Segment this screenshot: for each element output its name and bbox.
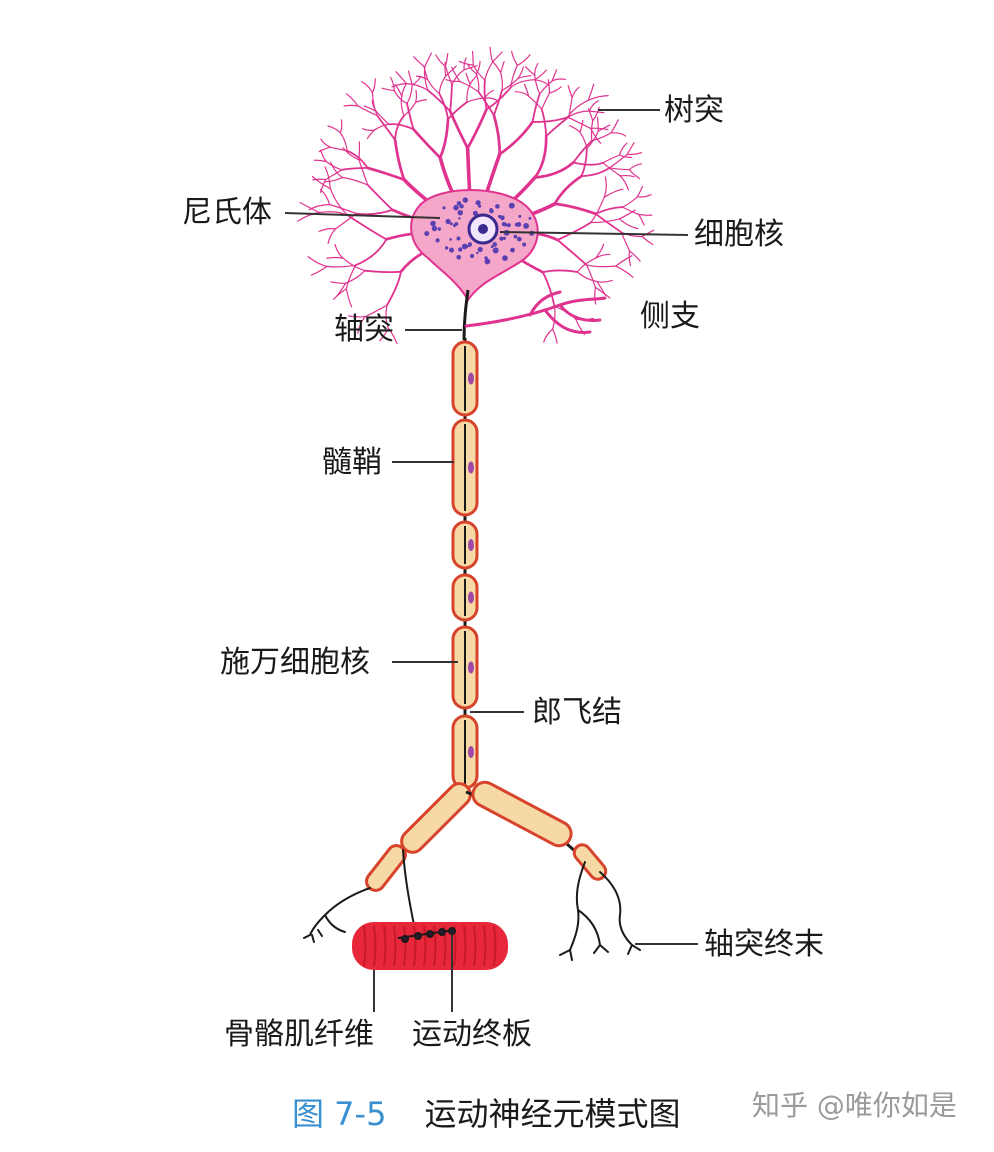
label-axon: 轴突 bbox=[334, 312, 394, 347]
figure-number: 图 7-5 bbox=[292, 1095, 387, 1133]
axon-branch-right bbox=[465, 780, 608, 881]
label-axon-terminal: 轴突终末 bbox=[704, 927, 824, 962]
cell-body bbox=[410, 189, 539, 302]
schwann-nucleus bbox=[468, 661, 474, 674]
leader-nucleus bbox=[499, 231, 689, 236]
schwann-nucleus bbox=[468, 372, 474, 385]
muscle-fiber bbox=[352, 922, 508, 970]
nucleolus bbox=[478, 224, 488, 234]
schwann-nucleus bbox=[468, 539, 474, 551]
nissl-bodies bbox=[424, 197, 535, 265]
dendrite-branches bbox=[297, 46, 655, 345]
axon-branch-left bbox=[365, 782, 472, 892]
label-ranvier-node: 郎飞结 bbox=[532, 695, 622, 730]
label-muscle-fiber: 骨骼肌纤维 bbox=[224, 1017, 374, 1052]
figure-caption: 图 7-5 运动神经元模式图 bbox=[292, 1098, 680, 1130]
axon-collateral bbox=[464, 290, 607, 334]
myelin-sheath bbox=[451, 340, 479, 790]
label-cell-nucleus: 细胞核 bbox=[694, 217, 784, 252]
label-motor-endplate: 运动终板 bbox=[412, 1017, 532, 1052]
label-nissl-body: 尼氏体 bbox=[182, 195, 272, 230]
leader-lines bbox=[284, 109, 698, 1012]
axon-initial-segment bbox=[462, 289, 470, 341]
schwann-nucleus bbox=[468, 591, 474, 604]
label-myelin-sheath: 髓鞘 bbox=[322, 445, 382, 480]
schwann-nucleus bbox=[468, 461, 474, 474]
label-collateral: 侧支 bbox=[640, 299, 700, 334]
schwann-nucleus bbox=[468, 746, 474, 758]
figure-title: 运动神经元模式图 bbox=[424, 1095, 681, 1133]
motor-endplate-terminals bbox=[397, 927, 456, 943]
label-schwann-nucleus: 施万细胞核 bbox=[220, 645, 370, 680]
watermark: 知乎 @唯你如是 bbox=[752, 1089, 957, 1122]
label-dendrite: 树突 bbox=[664, 93, 724, 128]
leader-nissl bbox=[284, 212, 441, 219]
